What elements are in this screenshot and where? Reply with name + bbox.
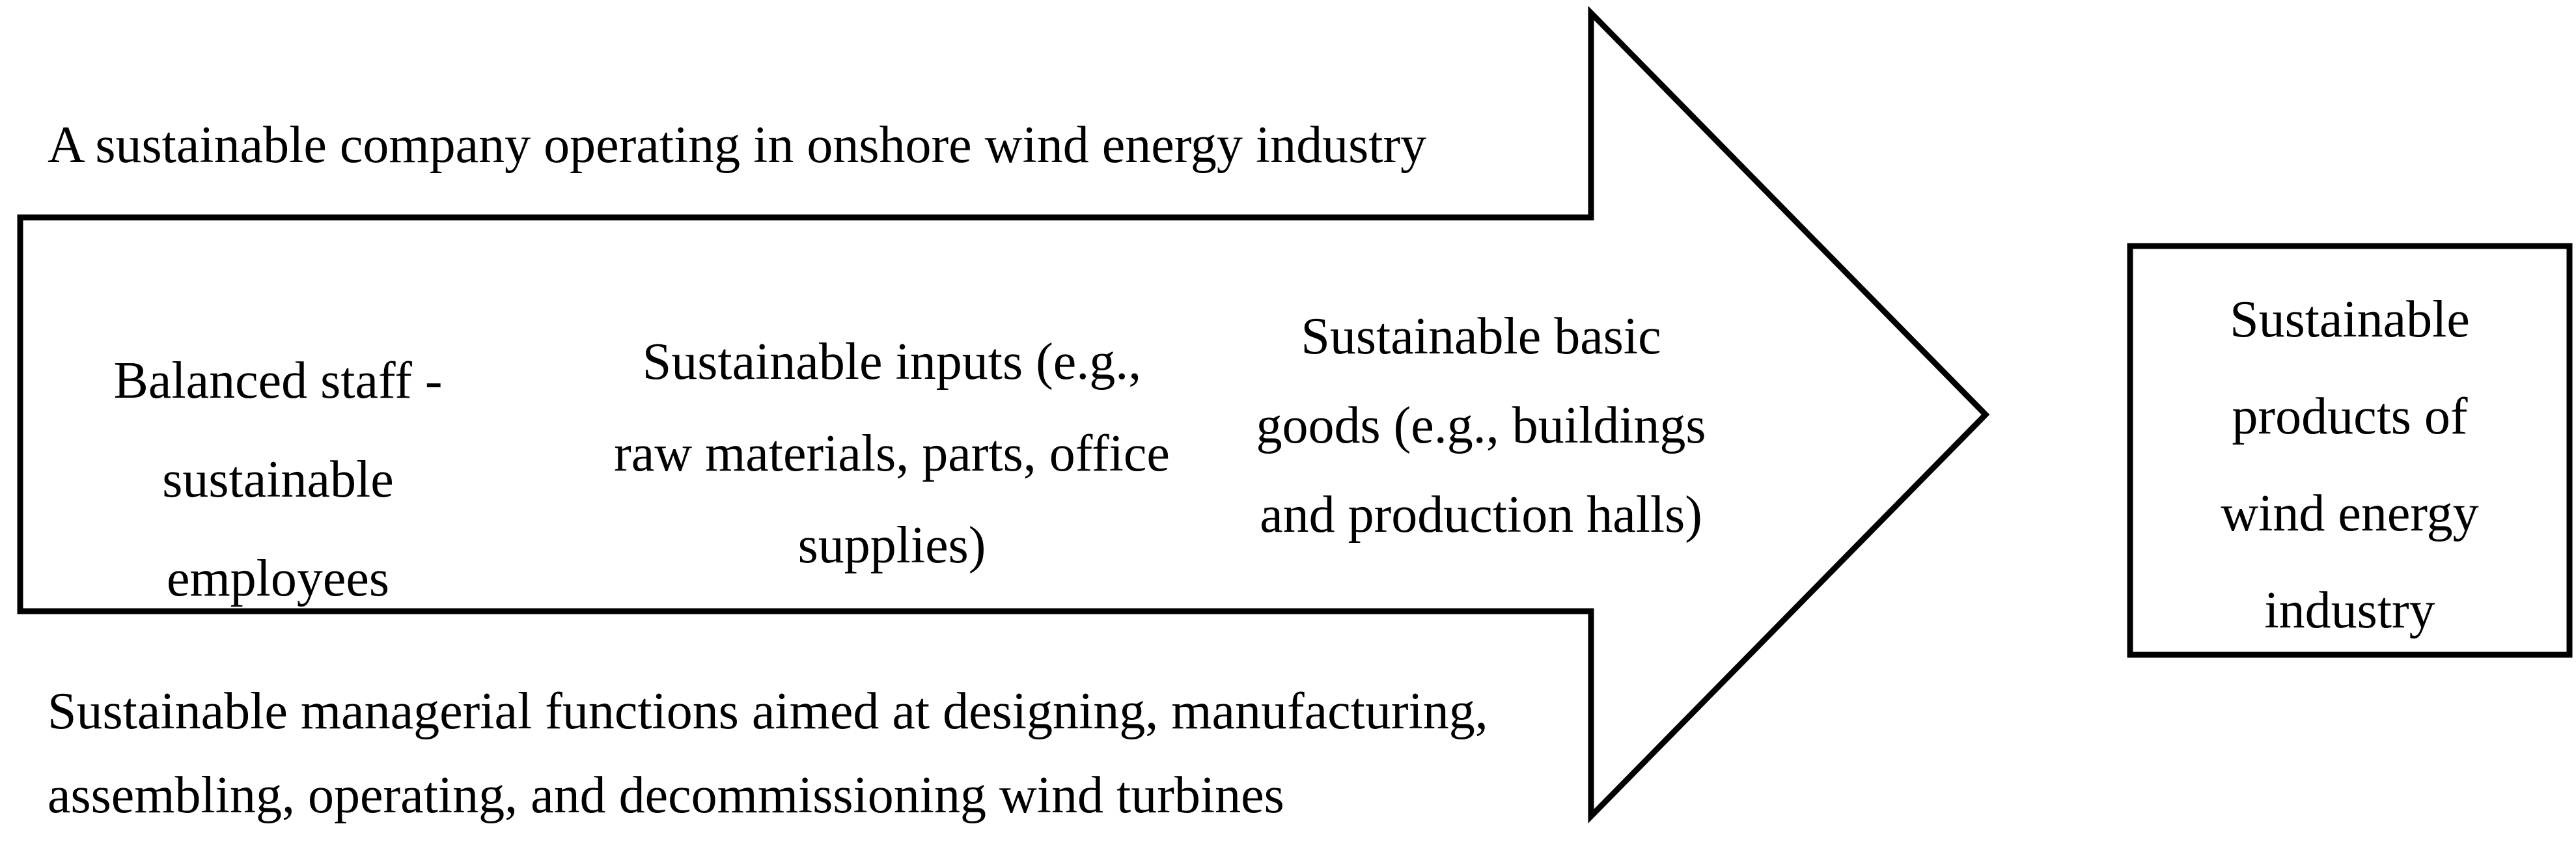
block-arrow-shape (17, 5, 1990, 824)
arrow-column-balanced-staff: Balanced staff - sustainable employees (50, 331, 506, 628)
column-line: goods (e.g., buildings (1256, 397, 1706, 454)
column-line: Sustainable basic (1301, 308, 1661, 365)
output-box-line: wind energy (2221, 485, 2479, 542)
column-line: sustainable (162, 451, 394, 508)
arrow-column-sustainable-inputs: Sustainable inputs (e.g., raw materials,… (579, 316, 1204, 592)
column-line: supplies) (797, 517, 986, 574)
output-box-line: industry (2264, 582, 2435, 639)
output-box-line: Sustainable (2230, 291, 2470, 348)
output-box-border (2127, 243, 2573, 658)
output-box-label: Sustainable products of wind energy indu… (2131, 271, 2568, 659)
column-line: employees (166, 550, 390, 607)
column-line: Balanced staff - (113, 352, 443, 409)
bottom-label-line: Sustainable managerial functions aimed a… (48, 683, 1488, 740)
bottom-label-line: assembling, operating, and decommissioni… (48, 767, 1284, 824)
arrow-bottom-label: Sustainable managerial functions aimed a… (48, 670, 1488, 838)
arrow-column-sustainable-basic-goods: Sustainable basic goods (e.g., buildings… (1224, 292, 1738, 560)
output-box-line: products of (2232, 388, 2468, 445)
column-line: Sustainable inputs (e.g., (642, 333, 1142, 391)
column-line: raw materials, parts, office (614, 425, 1170, 482)
column-line: and production halls) (1260, 486, 1702, 543)
arrow-top-label: A sustainable company operating in onsho… (48, 117, 1427, 174)
